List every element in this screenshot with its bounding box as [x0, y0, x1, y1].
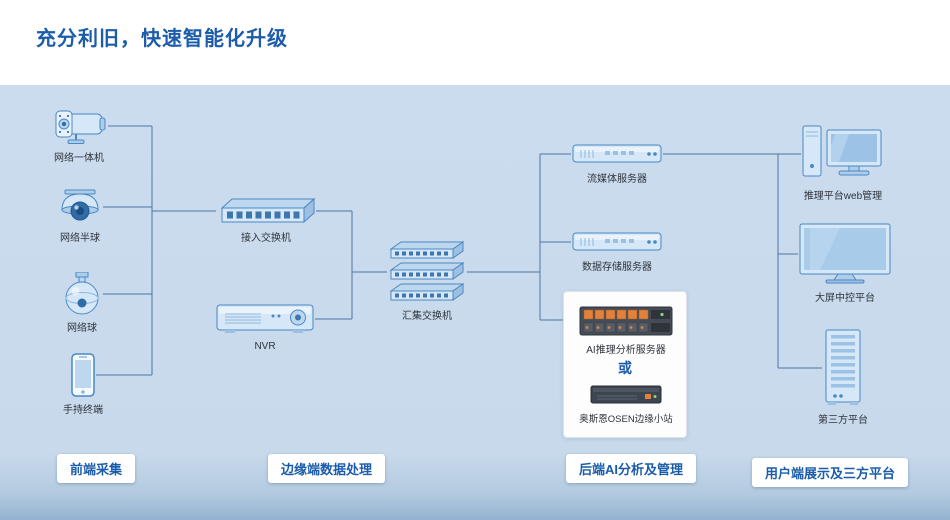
- device-label: 大屏中控平台: [815, 293, 875, 304]
- device-ptz-camera: 网络球: [52, 272, 112, 334]
- big-screen-icon: [798, 222, 892, 286]
- ptz-camera-icon: [61, 272, 103, 316]
- device-bullet-camera: 网络一体机: [44, 106, 114, 164]
- stacked-switch-icon: [387, 240, 467, 304]
- rack-server-icon: [571, 229, 663, 255]
- device-label: 第三方平台: [818, 415, 868, 426]
- device-label: 接入交换机: [241, 233, 291, 244]
- desktop-computer-icon: [801, 122, 885, 184]
- section-label-front-end: 前端采集: [57, 454, 136, 483]
- device-label: 汇集交换机: [402, 311, 452, 322]
- device-label: 流媒体服务器: [587, 174, 647, 185]
- edge-station-icon: [589, 382, 663, 408]
- section-label-edge: 边缘端数据处理: [268, 454, 386, 483]
- device-label: 奥斯恩OSEN边缘小站: [579, 414, 673, 425]
- device-dome-camera: 网络半球: [50, 188, 110, 244]
- handheld-terminal-icon: [70, 352, 96, 398]
- device-nvr: NVR: [215, 300, 315, 352]
- device-label: NVR: [254, 341, 276, 352]
- device-access-switch: 接入交换机: [216, 196, 316, 244]
- device-storage-server: 数据存储服务器: [571, 229, 663, 273]
- ai-group-box: AI推理分析服务器 或 奥斯恩OSEN边缘小站: [563, 291, 687, 438]
- device-label: 数据存储服务器: [582, 262, 652, 273]
- device-label: 推理平台web管理: [803, 191, 883, 202]
- device-third-party: 第三方平台: [803, 328, 883, 426]
- device-edge-station: 奥斯恩OSEN边缘小站: [579, 382, 673, 425]
- server-tower-icon: [822, 328, 864, 408]
- device-label: AI推理分析服务器: [586, 345, 666, 356]
- switch-icon: [216, 196, 316, 226]
- or-label: 或: [618, 360, 632, 376]
- device-handheld: 手持终端: [58, 352, 108, 416]
- device-web-management: 推理平台web管理: [801, 122, 885, 202]
- device-label: 网络一体机: [54, 153, 104, 164]
- device-ai-server: AI推理分析服务器: [577, 304, 675, 356]
- bullet-camera-icon: [50, 106, 108, 146]
- device-label: 手持终端: [63, 405, 103, 416]
- page-title: 充分利旧，快速智能化升级: [36, 28, 288, 50]
- section-label-user-end: 用户端展示及三方平台: [752, 458, 909, 487]
- device-big-screen: 大屏中控平台: [798, 222, 892, 304]
- nvr-icon: [215, 300, 315, 338]
- device-streaming-server: 流媒体服务器: [571, 141, 663, 185]
- device-label: 网络半球: [60, 233, 100, 244]
- ai-server-icon: [578, 304, 674, 338]
- device-label: 网络球: [67, 323, 97, 334]
- rack-server-icon: [571, 141, 663, 167]
- device-aggregation-switch: 汇集交换机: [387, 240, 467, 322]
- section-label-backend: 后端AI分析及管理: [566, 454, 697, 483]
- dome-camera-icon: [57, 188, 103, 226]
